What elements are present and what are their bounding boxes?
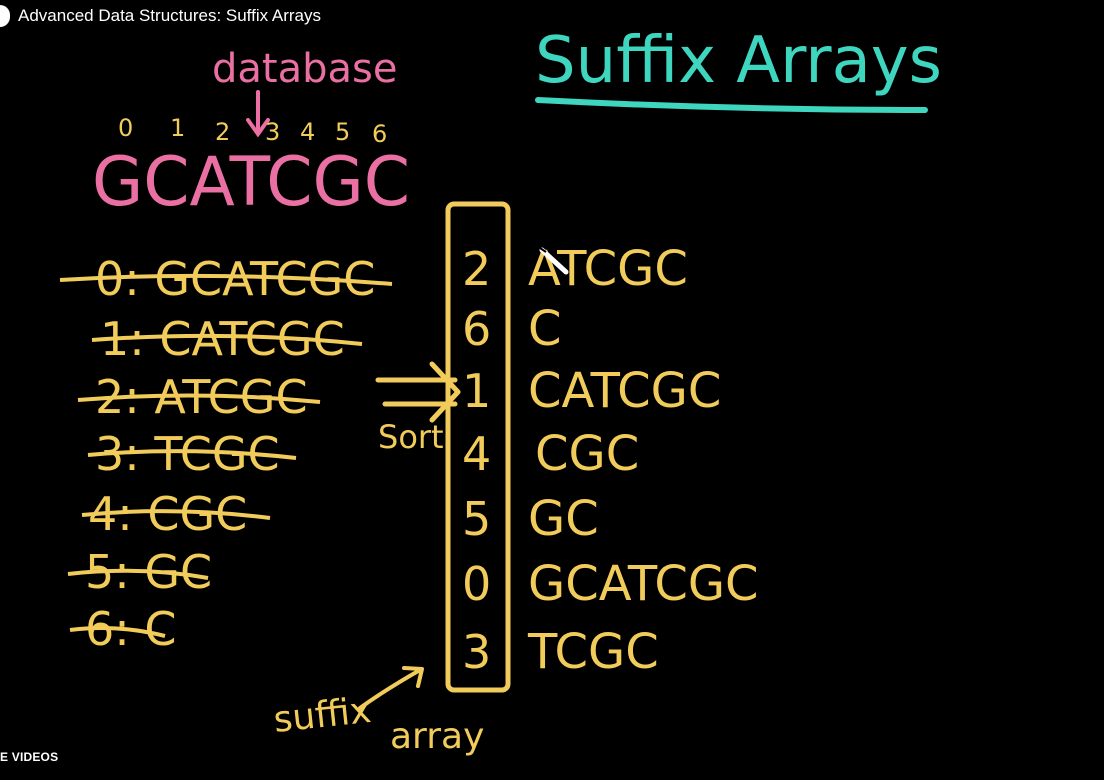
sorted-index: 6 (462, 302, 491, 356)
strike-line (81, 509, 271, 520)
video-title-bar: Advanced Data Structures: Suffix Arrays (0, 0, 1104, 32)
array-label: array (390, 716, 484, 757)
suffix-list: 0: GCATCGC 1: CATCGC 2: ATCGC 3: TCGC 4:… (59, 252, 393, 656)
index-digit: 0 (118, 114, 133, 142)
sorted-suffix: CATCGC (528, 363, 721, 419)
strike-line (69, 626, 166, 638)
index-digit: 2 (215, 118, 230, 146)
suffix-array-box (445, 201, 511, 693)
sorted-suffix: CGC (535, 426, 639, 482)
sorted-index: 3 (462, 625, 491, 679)
strike-line (87, 449, 297, 460)
sorted-suffix: ATCGC (528, 241, 688, 297)
index-digit: 3 (265, 118, 280, 146)
index-digit: 4 (300, 118, 315, 146)
sort-arrow-icon (375, 361, 461, 423)
source-string: GCATCGC (92, 143, 410, 222)
sorted-index: 5 (462, 492, 491, 546)
index-row: 0 1 2 3 4 5 6 (118, 114, 387, 148)
database-label: database (212, 46, 397, 92)
label-arrow-icon (358, 666, 424, 710)
sorted-index: 0 (462, 557, 491, 611)
suffix-label: suffix (272, 690, 373, 741)
database-arrow-icon (246, 90, 270, 138)
sorted-suffix: TCGC (527, 624, 659, 680)
heading: Suffix Arrays (535, 24, 942, 98)
sorted-suffix: GCATCGC (528, 556, 759, 612)
index-digit: 1 (170, 114, 185, 142)
sorted-index: 1 (462, 364, 491, 418)
index-digit: 5 (335, 118, 350, 146)
strike-line (67, 568, 209, 580)
channel-avatar[interactable] (0, 5, 10, 27)
pen-cursor-icon (539, 247, 569, 275)
sorted-suffix-list: 2 ATCGC 6 C 1 CATCGC 4 CGC 5 GC 0 GCATCG… (462, 241, 759, 680)
strike-line (59, 273, 393, 286)
index-digit: 6 (372, 120, 387, 148)
strike-line (91, 333, 363, 346)
more-videos-label[interactable]: E VIDEOS (0, 750, 59, 764)
sorted-index: 4 (462, 427, 491, 481)
sorted-suffix: C (528, 301, 562, 357)
sort-label: Sort (378, 418, 444, 456)
heading-underline (535, 97, 928, 113)
sorted-suffix: GC (528, 491, 599, 547)
video-title[interactable]: Advanced Data Structures: Suffix Arrays (18, 6, 321, 25)
strike-line (77, 393, 321, 404)
sorted-index: 2 (462, 242, 491, 296)
